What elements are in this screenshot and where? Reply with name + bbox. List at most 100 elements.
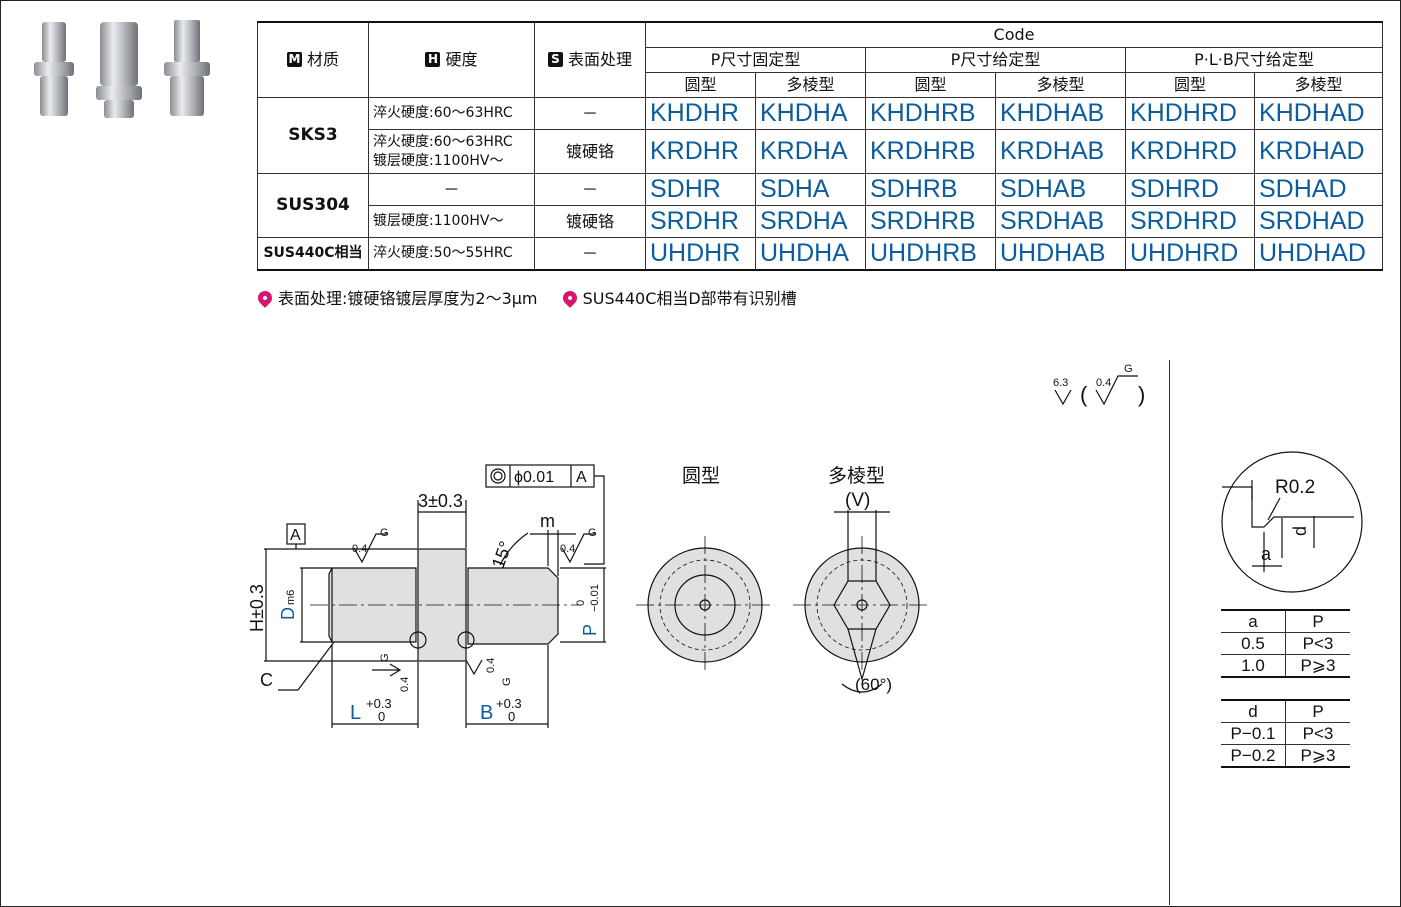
code-cell[interactable]: UHDHRB xyxy=(865,237,996,271)
svg-text:G: G xyxy=(501,677,513,686)
code-cell[interactable]: SRDHAD xyxy=(1254,205,1383,238)
divider xyxy=(1169,360,1170,905)
polygon-end-view xyxy=(793,510,931,693)
code-cell[interactable]: UHDHRD xyxy=(1125,237,1255,271)
header-polygon: 多棱型 xyxy=(1254,72,1383,98)
code-cell[interactable]: SDHAB xyxy=(995,173,1126,206)
hardness-cell: 淬火硬度:60～63HRC xyxy=(368,97,535,130)
code-cell[interactable]: SRDHRD xyxy=(1125,205,1255,238)
code-cell[interactable]: SRDHRB xyxy=(865,205,996,238)
svg-text:(60°): (60°) xyxy=(855,675,892,694)
code-cell[interactable]: KHDHR xyxy=(645,97,756,130)
svg-text:0: 0 xyxy=(508,709,515,724)
table-row: SUS440C相当 淬火硬度:50～55HRC － UHDHR UHDHA UH… xyxy=(257,237,1383,271)
product-photo xyxy=(34,20,210,118)
hardness-cell: 淬火硬度:50～55HRC xyxy=(368,237,535,271)
code-cell[interactable]: KRDHRB xyxy=(865,129,996,174)
code-cell[interactable]: SDHAD xyxy=(1254,173,1383,206)
code-cell[interactable]: KHDHAD xyxy=(1254,97,1383,130)
info-pin-icon xyxy=(255,288,275,308)
surface-cell: 镀硬铬 xyxy=(534,205,646,238)
svg-text:0.4: 0.4 xyxy=(399,677,411,692)
code-cell[interactable]: SDHRD xyxy=(1125,173,1255,206)
header-group-fixed: P尺寸固定型 xyxy=(645,47,866,73)
round-end-view xyxy=(636,536,774,674)
svg-text:C: C xyxy=(260,670,273,690)
code-cell[interactable]: SDHRB xyxy=(865,173,996,206)
svg-text:−0.01: −0.01 xyxy=(589,584,601,612)
surface-cell: － xyxy=(534,97,646,130)
code-cell[interactable]: SDHA xyxy=(755,173,866,206)
svg-text:L: L xyxy=(350,702,361,724)
note-item: SUS440C相当D部带有识别槽 xyxy=(559,288,797,308)
svg-text:0.4: 0.4 xyxy=(1096,377,1111,389)
code-cell[interactable]: KHDHRD xyxy=(1125,97,1255,130)
code-cell[interactable]: KRDHA xyxy=(755,129,866,174)
svg-text:G: G xyxy=(1124,363,1133,375)
svg-text:m: m xyxy=(540,511,555,531)
code-cell[interactable]: SRDHR xyxy=(645,205,756,238)
code-cell[interactable]: UHDHA xyxy=(755,237,866,271)
code-cell[interactable]: KHDHRB xyxy=(865,97,996,130)
svg-text:R0.2: R0.2 xyxy=(1275,477,1315,498)
svg-text:m6: m6 xyxy=(285,590,297,605)
svg-text:15°: 15° xyxy=(488,539,516,571)
svg-text:d: d xyxy=(1290,526,1310,536)
code-cell[interactable]: SRDHAB xyxy=(995,205,1126,238)
svg-text:6.3: 6.3 xyxy=(1053,377,1068,389)
header-polygon: 多棱型 xyxy=(995,72,1126,98)
hardness-cell: － xyxy=(368,173,535,206)
code-cell[interactable]: KRDHAD xyxy=(1254,129,1383,174)
header-group-plb: P·L·B尺寸给定型 xyxy=(1125,47,1383,73)
header-round: 圆型 xyxy=(865,72,996,98)
svg-text:ϕ0.01: ϕ0.01 xyxy=(514,469,554,486)
code-cell[interactable]: KHDHAB xyxy=(995,97,1126,130)
code-cell[interactable]: UHDHAB xyxy=(995,237,1126,271)
svg-text:D: D xyxy=(278,607,298,620)
svg-text:(: ( xyxy=(1080,382,1088,407)
header-code: Code xyxy=(645,21,1383,48)
svg-text:B: B xyxy=(480,702,493,724)
hardness-cell: 镀层硬度:1100HV～ xyxy=(368,205,535,238)
svg-text:+0.3: +0.3 xyxy=(496,696,522,711)
code-cell[interactable]: SDHR xyxy=(645,173,756,206)
code-cell[interactable]: KHDHA xyxy=(755,97,866,130)
roughness-symbol: 6.3 ( 0.4 G ) xyxy=(1053,363,1145,407)
svg-text:(V): (V) xyxy=(845,490,870,511)
material-cell: SUS440C相当 xyxy=(257,237,369,271)
svg-text:圆型: 圆型 xyxy=(682,465,720,487)
header-polygon: 多棱型 xyxy=(755,72,866,98)
code-cell[interactable]: UHDHR xyxy=(645,237,756,271)
code-cell[interactable]: KRDHAB xyxy=(995,129,1126,174)
code-cell[interactable]: KRDHRD xyxy=(1125,129,1255,174)
svg-text:G: G xyxy=(380,527,389,539)
svg-text:A: A xyxy=(576,469,587,486)
code-cell[interactable]: UHDHAD xyxy=(1254,237,1383,271)
header-group-p: P尺寸给定型 xyxy=(865,47,1126,73)
svg-text:3±0.3: 3±0.3 xyxy=(418,491,463,511)
svg-text:0: 0 xyxy=(575,600,587,606)
info-pin-icon xyxy=(559,288,580,308)
svg-text:H±0.3: H±0.3 xyxy=(247,584,267,632)
technical-drawing: 6.3 ( 0.4 G ) A 0.4 G 0.4 G G 0.4 0.4 G … xyxy=(247,363,1363,728)
pin-1 xyxy=(34,22,74,116)
table-row: SKS3 淬火硬度:60～63HRC － KHDHR KHDHA KHDHRB … xyxy=(257,97,1383,174)
svg-text:G: G xyxy=(588,527,597,539)
svg-text:0.4: 0.4 xyxy=(560,543,575,555)
svg-text:0: 0 xyxy=(378,709,385,724)
code-cell[interactable]: KRDHR xyxy=(645,129,756,174)
svg-text:a: a xyxy=(1261,544,1272,564)
surface-cell: 镀硬铬 xyxy=(534,129,646,174)
svg-text:A: A xyxy=(290,527,301,544)
svg-text:P: P xyxy=(580,624,600,636)
code-cell[interactable]: SRDHA xyxy=(755,205,866,238)
svg-text:): ) xyxy=(1138,382,1145,407)
svg-text:多棱型: 多棱型 xyxy=(828,465,885,487)
svg-text:G: G xyxy=(379,653,391,662)
surface-cell: － xyxy=(534,173,646,206)
